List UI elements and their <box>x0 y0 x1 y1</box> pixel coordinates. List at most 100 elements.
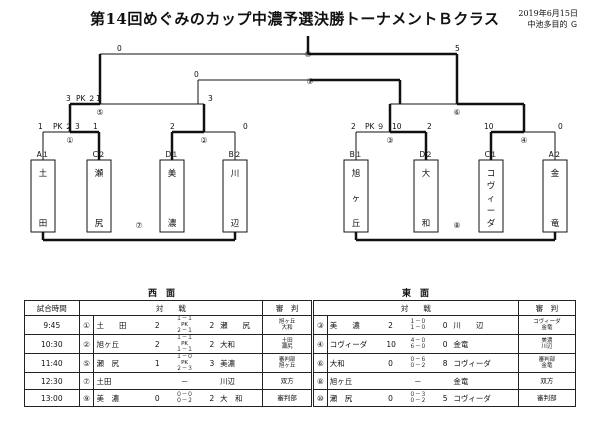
team-name-2: 瀬尻 <box>95 168 104 229</box>
team-code-3: D１ <box>165 150 178 159</box>
score-m3-pk: PK ９ <box>365 122 384 131</box>
west-team-b: 大 和 <box>218 389 264 407</box>
header-west-match: 対 戦 <box>78 300 264 316</box>
east-team-a: 大和 <box>326 353 385 373</box>
team-name-6: 大和 <box>422 168 431 229</box>
west-score-b: 3 <box>205 353 219 373</box>
east-score-b <box>438 372 452 390</box>
score-m9-left: 0 <box>194 70 199 79</box>
match-9-label: ⑨ <box>306 77 313 86</box>
score-m1-left: 1 <box>38 122 43 131</box>
team-name-1: 土田 <box>39 168 48 229</box>
score-m4-right: 0 <box>558 122 563 131</box>
east-match-number: ⑩ <box>310 389 328 407</box>
east-team-b: 金竜 <box>451 334 519 354</box>
east-match-number: ⑥ <box>310 353 328 373</box>
west-referee: 旭ヶ丘大和 <box>262 315 313 335</box>
east-match-number: ③ <box>310 315 328 335</box>
header-time: 試合時間 <box>24 300 80 316</box>
score-m3-right: 10 <box>392 122 402 131</box>
east-team-a: コヴィーダ <box>326 334 385 354</box>
team-name-5: 旭ヶ丘 <box>352 168 361 229</box>
west-score-a: 1 <box>151 353 164 373</box>
west-team-b: 瀬 尻 <box>218 315 264 335</box>
score-m2-right: 0 <box>243 122 248 131</box>
east-score-a <box>384 372 397 390</box>
match-time: 9:45 <box>24 315 80 335</box>
east-referee: 双方 <box>517 372 577 390</box>
west-team-a: 美 濃 <box>93 389 152 407</box>
page-title: 第14回めぐみのカップ中濃予選決勝トーナメントＢクラス <box>90 10 500 28</box>
score-m5-left: 3 <box>66 94 71 103</box>
match-10-label: ⑩ <box>304 50 311 59</box>
east-match-number: ④ <box>310 334 328 354</box>
west-match-number: ⑤ <box>78 353 95 373</box>
west-referee: 双方 <box>262 372 313 390</box>
date-text: 2019年6月15日 <box>518 9 578 18</box>
west-score-b: 2 <box>205 315 219 335</box>
match-6-label: ⑥ <box>453 108 460 117</box>
venue-text: 中池多目的 Ｇ <box>527 20 578 29</box>
west-score-a: 2 <box>151 315 164 335</box>
east-match-number: ⑧ <box>310 372 328 390</box>
match-2-label: ② <box>200 136 207 145</box>
match-4-label: ④ <box>520 136 527 145</box>
score-m2-left: 2 <box>170 122 175 131</box>
score-m5-right2: 3 <box>208 94 213 103</box>
team-code-7: C１ <box>485 150 498 159</box>
west-match-number: ⑦ <box>78 372 95 390</box>
west-score-b <box>205 372 219 390</box>
west-match-number: ① <box>78 315 95 335</box>
east-referee: 審判部 <box>517 389 577 407</box>
score-m10-left: 0 <box>117 44 122 53</box>
east-score-b: 0 <box>438 334 452 354</box>
west-team-a: 瀬 尻 <box>93 353 152 373</box>
west-score-a: 2 <box>151 334 164 354</box>
schedule-header-row: 試合時間 対 戦 審 判 対 戦 審 判 <box>24 300 577 316</box>
west-team-a: 旭ヶ丘 <box>93 334 152 354</box>
header-east-match: 対 戦 <box>310 300 519 316</box>
east-half-scores: － <box>396 372 439 390</box>
east-team-b: 金竜 <box>451 372 519 390</box>
team-code-4: B２ <box>229 150 242 159</box>
team-code-8: A２ <box>549 150 562 159</box>
team-name-7: コヴィーダ <box>487 169 496 229</box>
tournament-bracket: ① ② ③ ④ ⑤ ⑥ ⑨ ⑩ ⑦ ⑧ 1 PK ２ 3 1 2 0 3 PK … <box>30 36 568 242</box>
team-code-6: D２ <box>419 150 432 159</box>
team-name-4: 川辺 <box>231 169 240 229</box>
score-m1-right2: 1 <box>93 122 98 131</box>
score-m3-right2: 2 <box>427 122 432 131</box>
score-m1-pk: PK ２ <box>53 122 72 131</box>
team-code-1: A１ <box>37 150 50 159</box>
east-field-label: 東 面 <box>402 289 430 299</box>
east-team-b: コヴィーダ <box>451 353 519 373</box>
score-m5-right: 1 <box>96 94 101 103</box>
west-team-b: 美濃 <box>218 353 264 373</box>
east-referee: 美濃川辺 <box>517 334 577 354</box>
score-m3-left: 2 <box>351 122 356 131</box>
east-referee: コヴィーダ金竜 <box>517 315 577 335</box>
east-score-b: 0 <box>438 315 452 335</box>
west-referee: 土田瀬尻 <box>262 334 313 354</box>
match-7-label: ⑦ <box>135 221 142 230</box>
match-5-label: ⑤ <box>96 108 103 117</box>
east-team-a: 瀬 尻 <box>326 389 385 407</box>
score-m4-left: 10 <box>484 122 494 131</box>
team-code-2: C２ <box>93 150 106 159</box>
west-team-b: 川辺 <box>218 372 264 390</box>
match-1-label: ① <box>66 136 73 145</box>
west-referee: 審判部 <box>262 389 313 407</box>
west-referee: 審判部旭ヶ丘 <box>262 353 313 373</box>
east-score-a: 10 <box>384 334 397 354</box>
west-score-a: 0 <box>151 389 164 407</box>
match-time: 12:30 <box>24 372 80 390</box>
west-team-b: 大和 <box>218 334 264 354</box>
